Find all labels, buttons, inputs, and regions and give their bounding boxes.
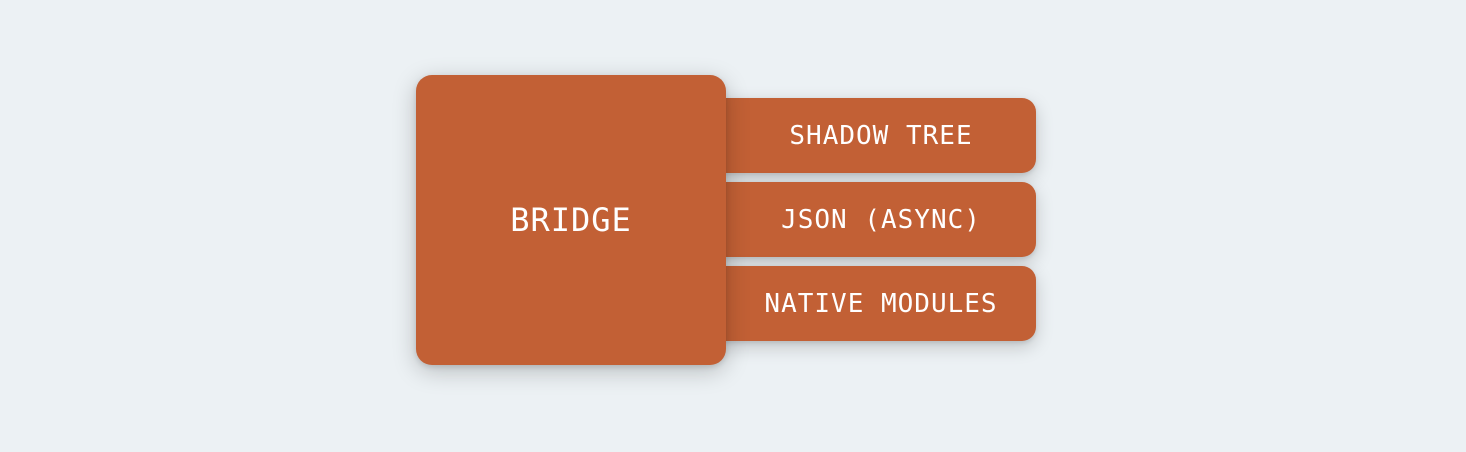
json-async-block: JSON (ASYNC) bbox=[700, 182, 1036, 257]
shadow-tree-block: SHADOW TREE bbox=[700, 98, 1036, 173]
shadow-tree-label: SHADOW TREE bbox=[789, 120, 973, 151]
native-modules-label: NATIVE MODULES bbox=[764, 288, 998, 319]
bridge-label: BRIDGE bbox=[510, 201, 632, 239]
bridge-block: BRIDGE bbox=[416, 75, 726, 365]
json-async-label: JSON (ASYNC) bbox=[781, 204, 981, 235]
native-modules-block: NATIVE MODULES bbox=[700, 266, 1036, 341]
